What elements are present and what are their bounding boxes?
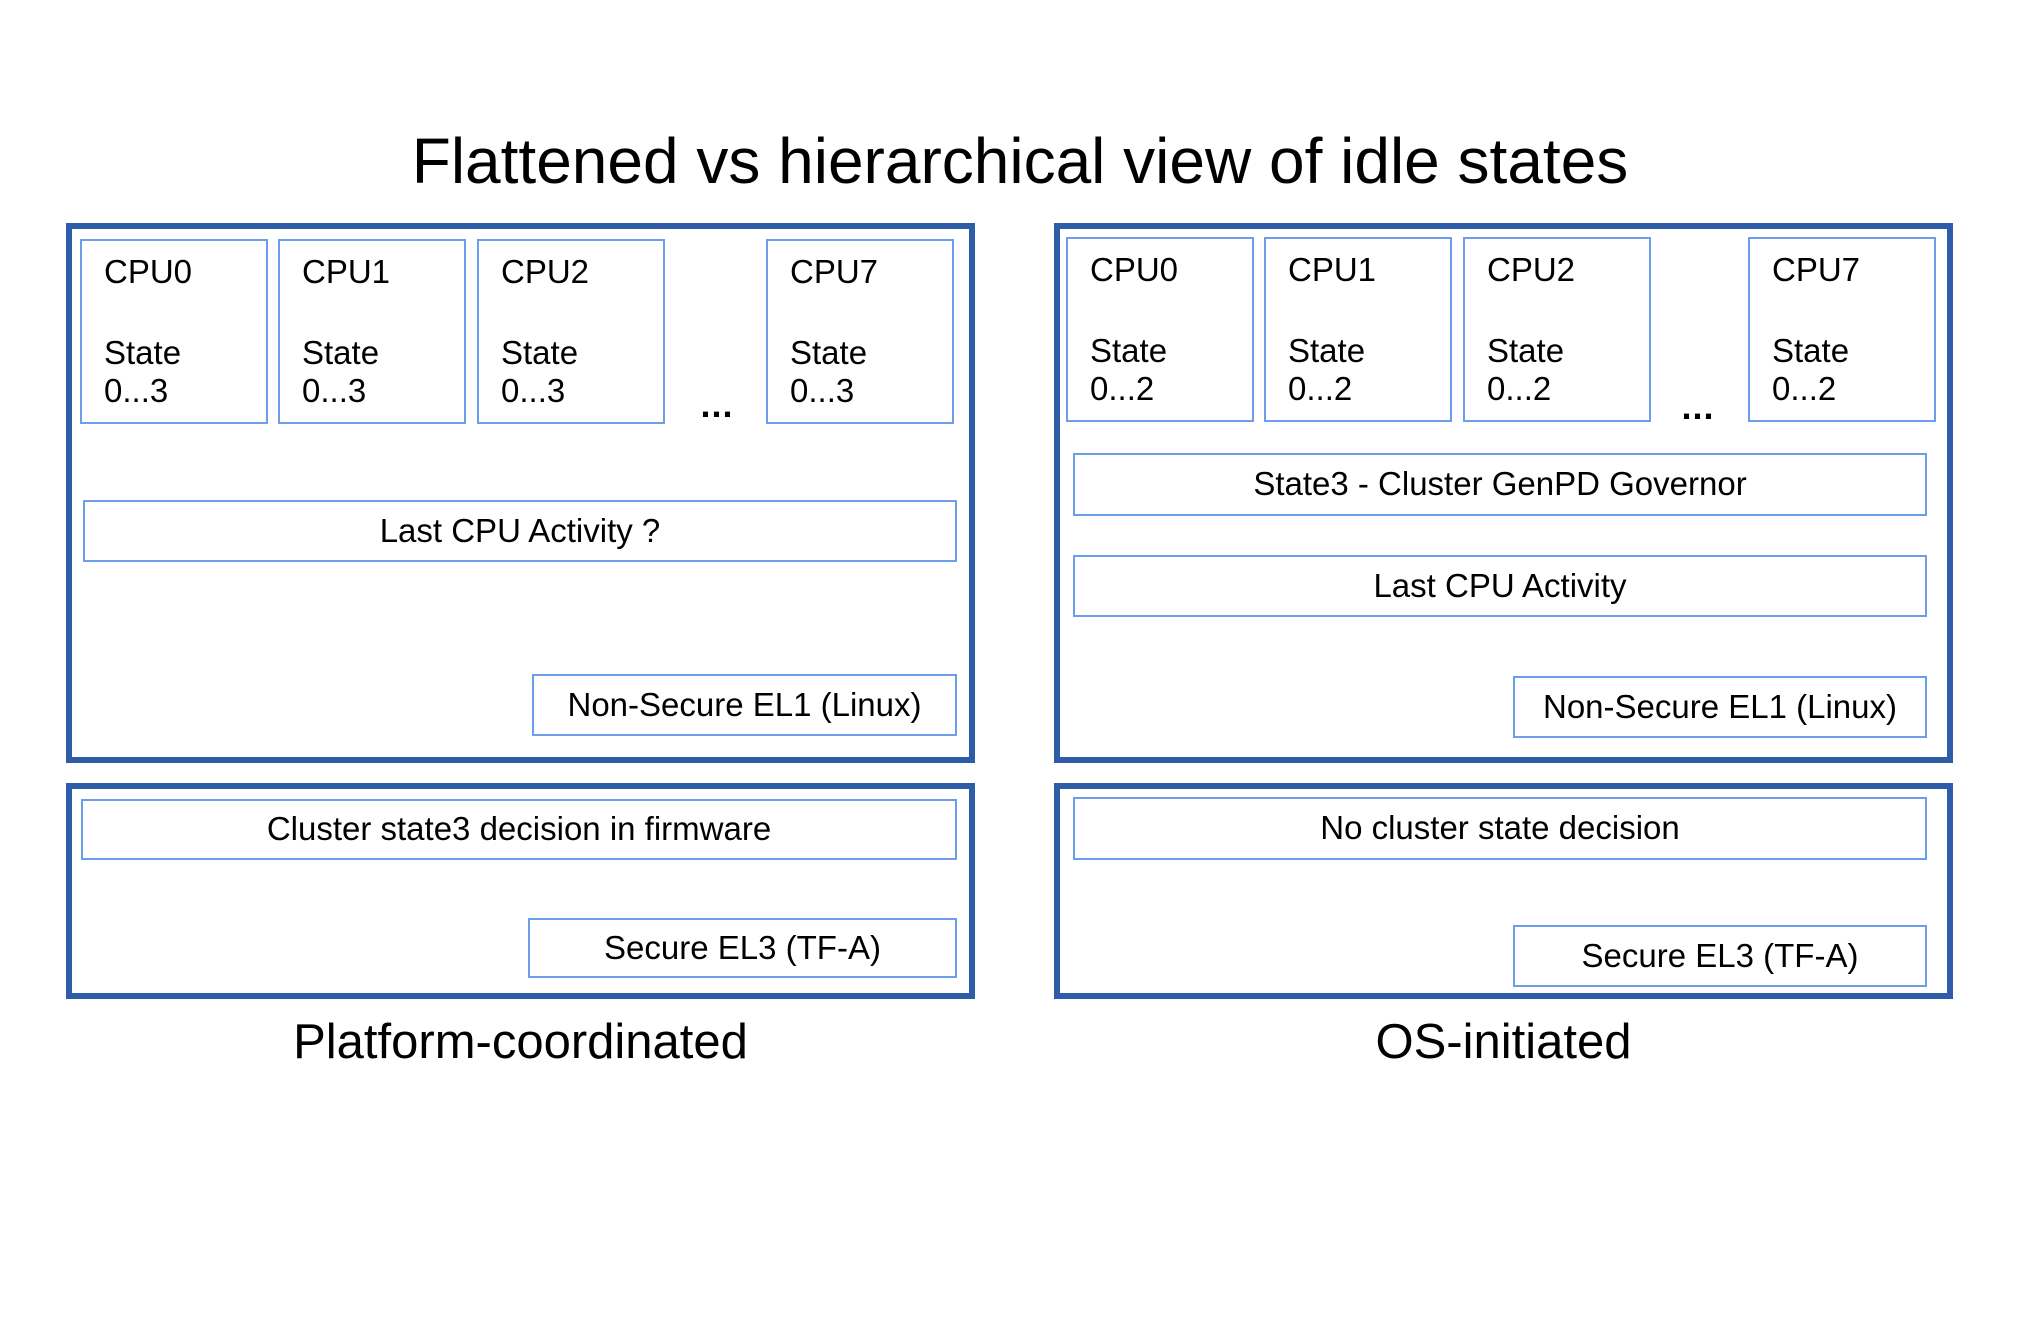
cpu-state: State 0...2 <box>1090 332 1246 407</box>
cpu-name: CPU7 <box>790 253 879 290</box>
cpu-box: CPU0 State 0...3 <box>80 239 268 424</box>
cpu-state-label: State <box>501 334 579 372</box>
last-cpu-activity-box: Last CPU Activity ? <box>83 500 957 562</box>
caption-platform-coordinated: Platform-coordinated <box>293 1015 748 1069</box>
secure-el3-box: Secure EL3 (TF-A) <box>1513 925 1927 987</box>
cpu-box: CPU7 State 0...3 <box>766 239 954 424</box>
last-cpu-activity-box: Last CPU Activity <box>1073 555 1927 617</box>
cpu-state-label: State <box>1487 332 1565 370</box>
os-initiated-firmware-panel: No cluster state decision Secure EL3 (TF… <box>1054 783 1953 999</box>
cpu-state: State 0...2 <box>1487 332 1643 407</box>
cpu-name: CPU1 <box>302 253 391 290</box>
cpu-name: CPU7 <box>1772 251 1861 288</box>
cpu-state: State 0...3 <box>302 334 458 409</box>
cpu-state-range: 0...3 <box>104 371 169 409</box>
cpu-state-range: 0...2 <box>1772 369 1837 407</box>
non-secure-el1-box: Non-Secure EL1 (Linux) <box>1513 676 1927 738</box>
cpu-state-label: State <box>1772 332 1850 370</box>
cpu-state: State 0...2 <box>1288 332 1444 407</box>
cluster-genpd-governor-box: State3 - Cluster GenPD Governor <box>1073 453 1927 516</box>
cpu-state-range: 0...3 <box>302 371 367 409</box>
cpu-name: CPU2 <box>501 253 590 290</box>
cpu-state-label: State <box>104 334 182 372</box>
cpu-name: CPU0 <box>1090 251 1179 288</box>
os-initiated-os-panel: CPU0 State 0...2 CPU1 State 0...2 CPU2 S… <box>1054 223 1953 763</box>
caption-os-initiated: OS-initiated <box>1375 1015 1632 1069</box>
cpu-state-label: State <box>790 334 868 372</box>
cpu-box: CPU7 State 0...2 <box>1748 237 1936 422</box>
cpu-state-label: State <box>1288 332 1366 370</box>
cpu-state: State 0...3 <box>501 334 657 409</box>
cpu-box: CPU1 State 0...2 <box>1264 237 1452 422</box>
secure-el3-box: Secure EL3 (TF-A) <box>528 918 957 978</box>
cpu-box: CPU2 State 0...3 <box>477 239 665 424</box>
cpu-name: CPU2 <box>1487 251 1576 288</box>
cpu-state-range: 0...2 <box>1288 369 1353 407</box>
cpu-box: CPU1 State 0...3 <box>278 239 466 424</box>
cpu-state-range: 0...3 <box>501 371 566 409</box>
ellipsis-more-cpus: ... <box>1681 386 1715 427</box>
cpu-box: CPU0 State 0...2 <box>1066 237 1254 422</box>
cluster-decision-box: Cluster state3 decision in firmware <box>81 799 957 860</box>
cpu-name: CPU1 <box>1288 251 1377 288</box>
cpu-name: CPU0 <box>104 253 193 290</box>
cpu-state: State 0...3 <box>790 334 946 409</box>
platform-coordinated-os-panel: CPU0 State 0...3 CPU1 State 0...3 CPU2 S… <box>66 223 975 763</box>
cpu-state: State 0...3 <box>104 334 260 409</box>
cpu-state-range: 0...2 <box>1090 369 1155 407</box>
cpu-box: CPU2 State 0...2 <box>1463 237 1651 422</box>
ellipsis-more-cpus: ... <box>700 384 734 425</box>
platform-coordinated-firmware-panel: Cluster state3 decision in firmware Secu… <box>66 783 975 999</box>
slide-title: Flattened vs hierarchical view of idle s… <box>411 125 1629 197</box>
cpu-state-range: 0...3 <box>790 371 855 409</box>
no-cluster-decision-box: No cluster state decision <box>1073 797 1927 860</box>
cpu-state: State 0...2 <box>1772 332 1928 407</box>
cpu-state-label: State <box>302 334 380 372</box>
cpu-state-label: State <box>1090 332 1168 370</box>
cpu-state-range: 0...2 <box>1487 369 1552 407</box>
non-secure-el1-box: Non-Secure EL1 (Linux) <box>532 674 957 736</box>
